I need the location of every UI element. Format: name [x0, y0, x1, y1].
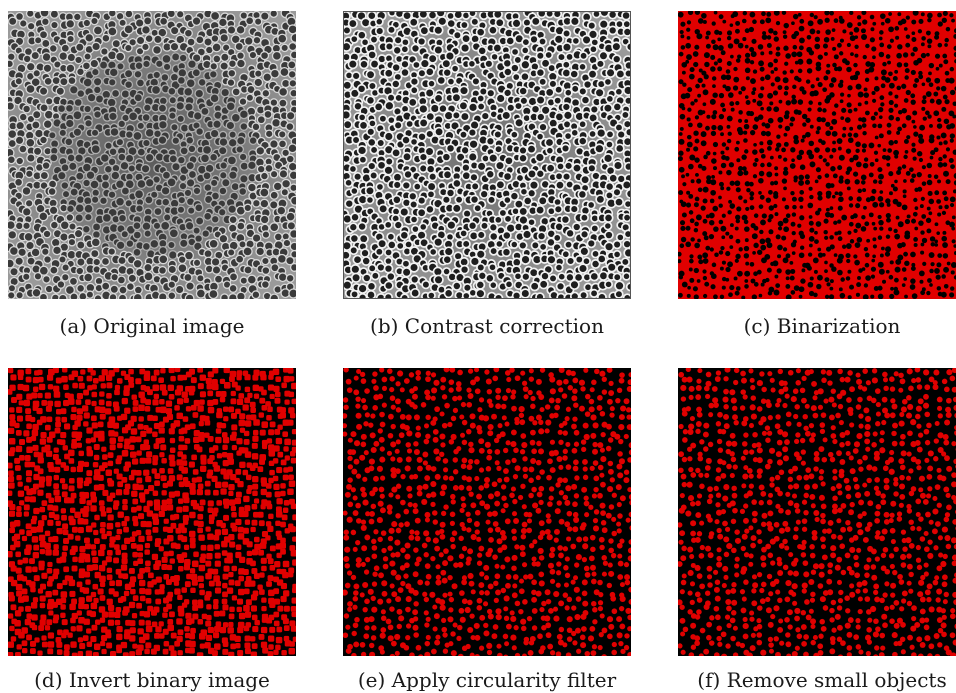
remove-small-image-svg — [678, 368, 956, 656]
cell-texture — [343, 11, 631, 299]
panel-a-original-image — [8, 11, 296, 299]
panel-d-invert-binary — [8, 368, 296, 656]
caption-b: (b) Contrast correction — [370, 314, 604, 338]
caption-a: (a) Original image — [59, 314, 245, 338]
caption-c: (c) Binarization — [743, 314, 901, 338]
circularity-image-svg — [343, 368, 631, 656]
binary-holes — [678, 11, 956, 299]
panel-c-binarization — [678, 11, 956, 299]
cell-texture — [8, 11, 296, 299]
caption-e: (e) Apply circularity filter — [357, 668, 617, 692]
caption-f: (f) Remove small objects — [697, 668, 947, 692]
caption-d: (d) Invert binary image — [34, 668, 270, 692]
inverted-cells — [8, 368, 296, 656]
original-image-svg — [8, 11, 296, 299]
panel-e-circularity-filter — [343, 368, 631, 656]
panel-f-remove-small-objects — [678, 368, 956, 656]
binarization-image-svg — [678, 11, 956, 299]
filtered-dots — [343, 368, 631, 656]
panel-b-contrast-correction — [343, 11, 631, 299]
inverted-image-svg — [8, 368, 296, 656]
filtered-dots — [678, 368, 956, 656]
contrast-image-svg — [343, 11, 631, 299]
